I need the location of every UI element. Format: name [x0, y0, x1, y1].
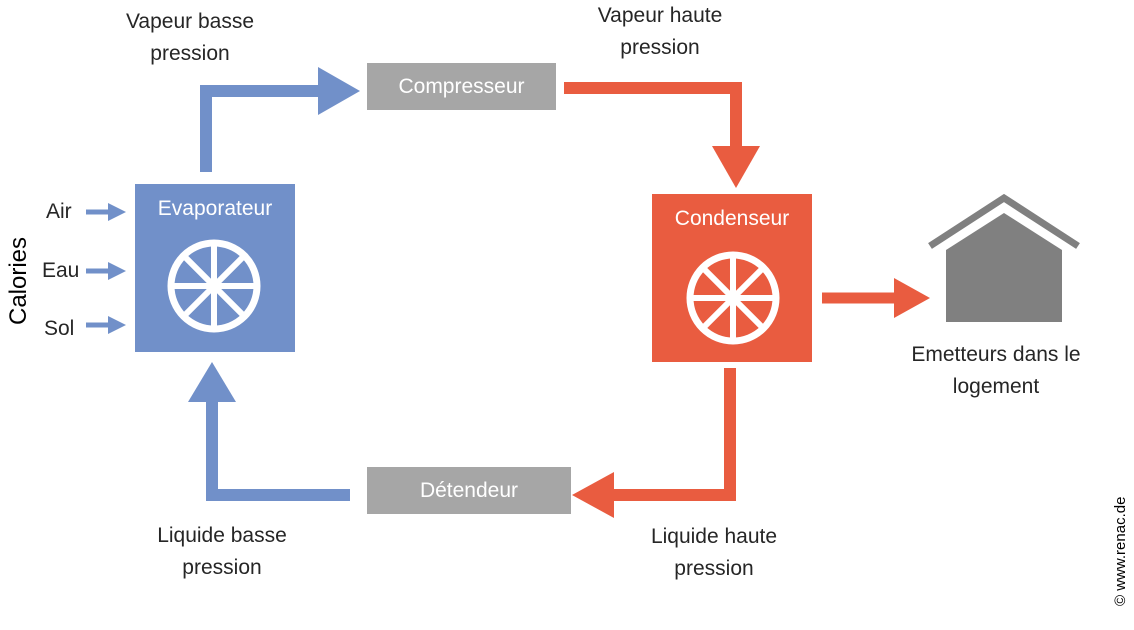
high-liquid-label: Liquide haute pression: [650, 525, 778, 580]
source-air: Air: [46, 200, 72, 223]
arrow-head-low-liquid: [188, 362, 236, 402]
house-icon: [928, 193, 1080, 322]
condenser-label: Condenseur: [674, 207, 790, 230]
arrow-high-liquid: [612, 368, 736, 501]
source-arrows: [86, 203, 126, 334]
compressor-box: Compresseur: [367, 63, 556, 110]
evaporator-box: Evaporateur: [135, 184, 295, 352]
evaporator-label: Evaporateur: [157, 197, 273, 220]
arrow-high-vapor: [564, 82, 742, 148]
calories-label: Calories: [5, 236, 32, 325]
expansion-valve-box: Détendeur: [367, 467, 571, 514]
arrow-head-low-vapor: [318, 67, 360, 115]
arrow-head-to-house: [894, 278, 930, 318]
fan-icon: [167, 239, 261, 333]
source-eau: Eau: [42, 259, 80, 282]
low-vapor-label: Vapeur basse pression: [125, 10, 255, 65]
condenser-box: Condenseur: [652, 194, 812, 362]
arrow-low-vapor: [200, 85, 322, 172]
arrow-low-liquid: [206, 398, 350, 501]
arrow-head-high-liquid: [572, 472, 614, 518]
copyright-text: © www.renac.de: [1112, 496, 1129, 606]
fan-icon: [686, 251, 780, 345]
low-liquid-label: Liquide basse pression: [157, 524, 287, 579]
source-sol: Sol: [44, 317, 75, 340]
high-vapor-label: Vapeur haute pression: [597, 4, 723, 59]
emitters-label: Emetteurs dans le logement: [911, 343, 1081, 398]
arrow-head-high-vapor: [712, 146, 760, 188]
